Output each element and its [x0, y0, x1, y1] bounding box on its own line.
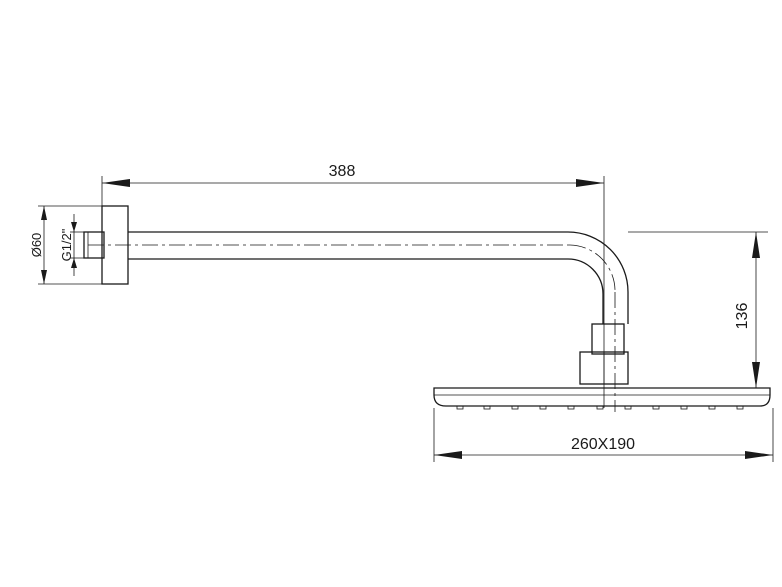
flange-diameter-label: Ø60: [29, 233, 44, 258]
thread-size-label: G1/2": [59, 228, 74, 261]
head-size-label: 260X190: [571, 436, 635, 453]
dimension-drop-height: 136: [628, 231, 771, 390]
shower-head: [433, 387, 771, 410]
dimension-head-size: 260X190: [433, 408, 774, 462]
dimension-arm-length: 388: [101, 163, 605, 408]
shower-arm: [128, 231, 629, 324]
arm-centerline: [88, 244, 616, 412]
spray-nozzles: [456, 405, 744, 410]
drop-height-label: 136: [734, 303, 751, 330]
arm-length-label: 388: [329, 163, 356, 180]
dimension-flange-diameter: Ø60: [29, 205, 102, 285]
dimension-thread-size: G1/2": [59, 214, 84, 276]
